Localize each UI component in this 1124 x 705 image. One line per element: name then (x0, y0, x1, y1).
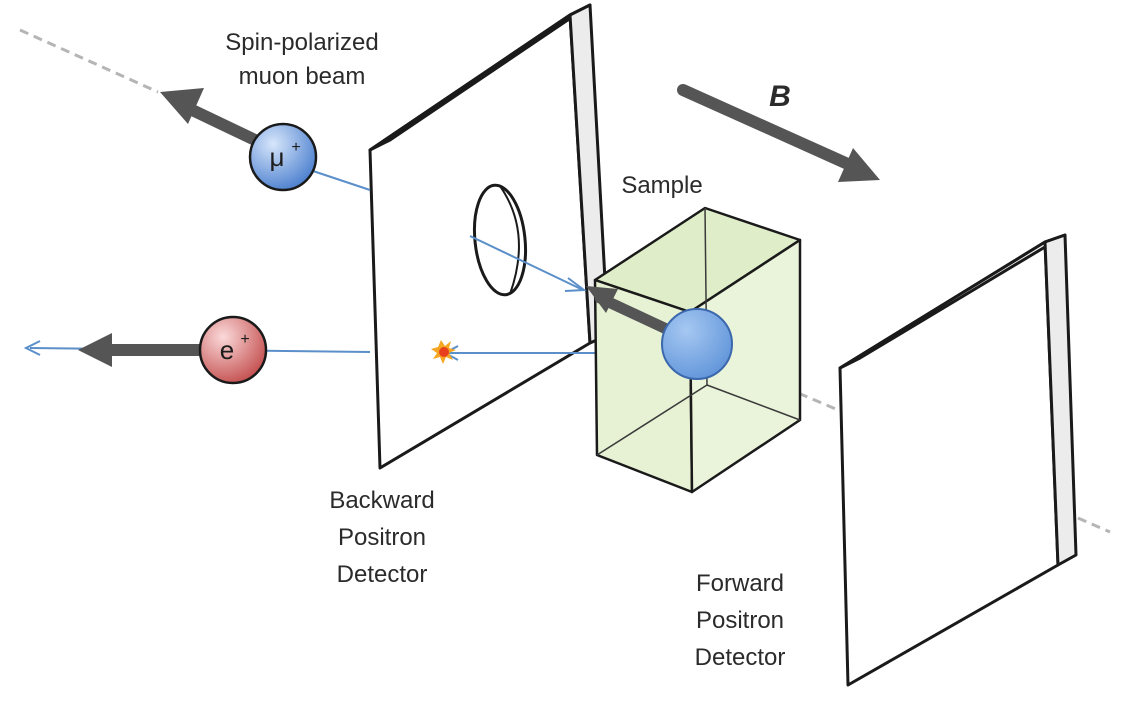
positron-circle (198, 315, 268, 385)
positron-direction-arrow (78, 333, 206, 367)
forward-detector-front (838, 240, 1060, 687)
positron-symbol: e (220, 335, 234, 365)
backward-detector-aperture-rim (499, 185, 520, 295)
muon-beam-arrow (160, 88, 261, 146)
muon-trajectory-line-aperture (469, 235, 584, 291)
positron-charge: + (240, 331, 249, 348)
muon-trajectory (309, 169, 587, 292)
muon-trajectory-arrowhead (564, 277, 587, 292)
impact-spark (431, 340, 456, 364)
forward-label-line1: Forward (696, 570, 784, 597)
backward-label-line2: Positron (338, 524, 426, 551)
forward-label-line2: Positron (696, 607, 784, 634)
positron-particle: e + (198, 315, 268, 385)
sample-box-front-face (593, 278, 694, 494)
magnetic-field-arrow (677, 84, 880, 182)
beam-axis-upstream (19, 28, 159, 94)
sample-label: Sample (621, 172, 702, 199)
forward-detector (838, 233, 1078, 687)
stopped-muon (661, 308, 733, 380)
muon-particle: μ + (248, 122, 318, 192)
beam-label-line1: Spin-polarized (225, 29, 378, 56)
muon-charge: + (291, 139, 300, 156)
backward-label-line1: Backward (329, 487, 434, 514)
muon-circle (248, 122, 318, 192)
beam-label-line2: muon beam (239, 63, 366, 90)
backward-label-line3: Detector (337, 561, 428, 588)
forward-detector-edge (1043, 233, 1078, 567)
backward-detector (368, 3, 610, 470)
muon-spin-arrow (586, 286, 681, 339)
forward-label-line3: Detector (695, 644, 786, 671)
muon-symbol: μ (270, 142, 285, 172)
field-label: B (769, 80, 791, 113)
muon-trajectory-line-upstream (309, 169, 371, 191)
positron-arrowhead (23, 340, 41, 356)
